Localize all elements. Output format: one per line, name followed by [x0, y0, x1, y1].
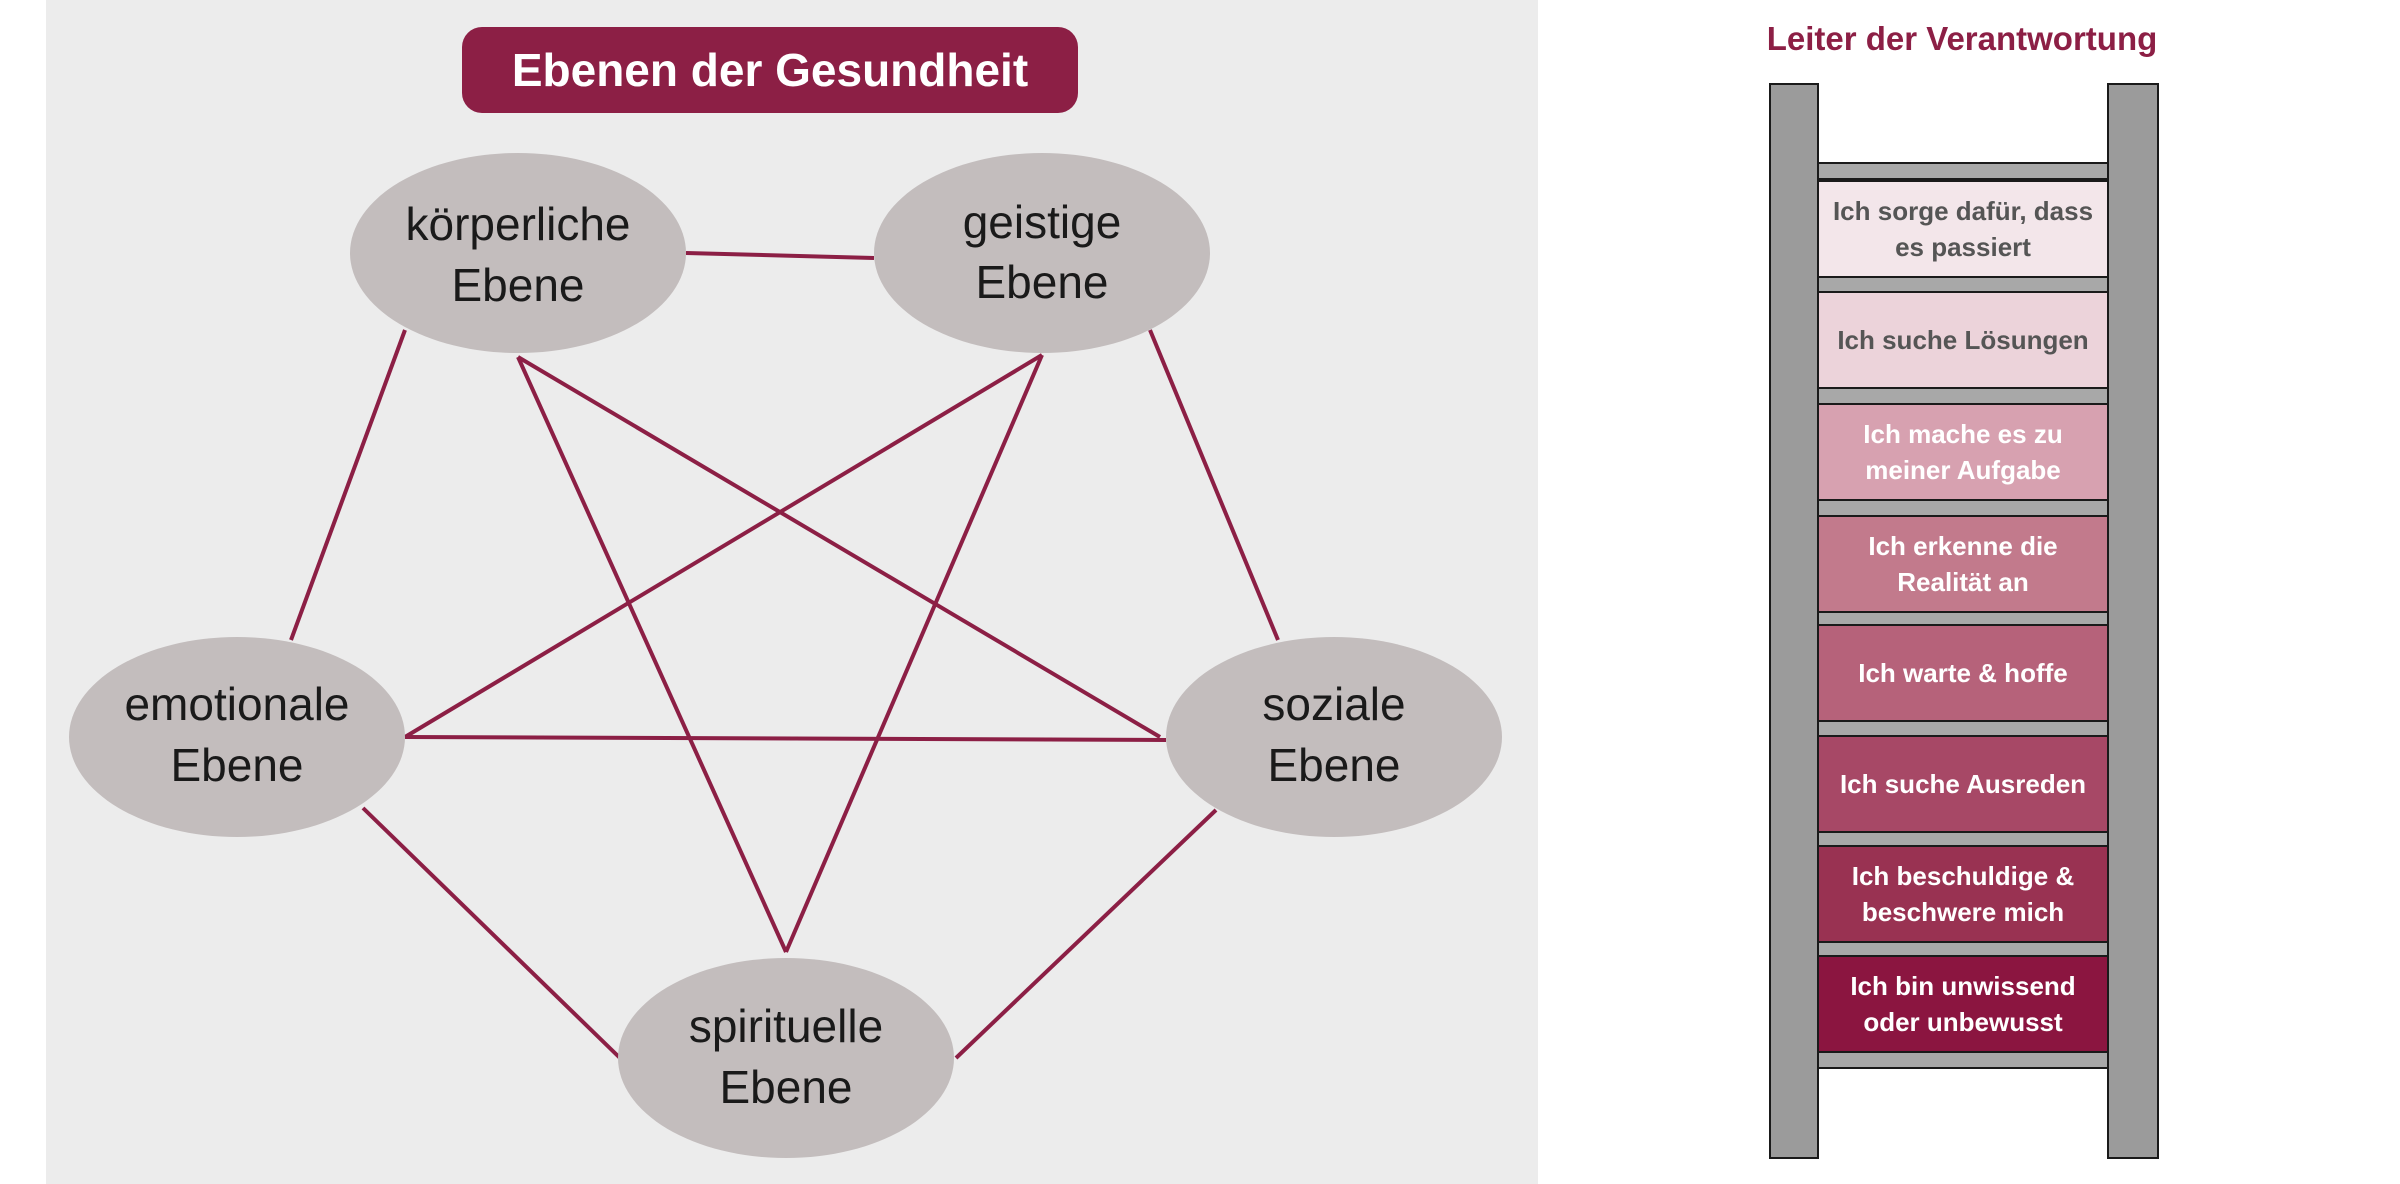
- ladder-rung-label: Realität an: [1897, 567, 2029, 597]
- ladder-rung: Ich beschuldige & beschwere mich: [1817, 845, 2109, 943]
- node-label-line1: soziale: [1262, 678, 1405, 730]
- ladder-rung-label: Ich mache es zu: [1863, 419, 2062, 449]
- node-ellipse: [874, 153, 1210, 353]
- ladder-rung: Ich suche Ausreden: [1817, 735, 2109, 833]
- connection-line: [954, 808, 1218, 1060]
- ladder-crossbar: [1817, 1051, 2109, 1069]
- node-label-line1: körperliche: [406, 198, 631, 250]
- node-label-line2: Ebene: [975, 256, 1108, 308]
- node-spirituelle-ebene: spirituelle Ebene: [618, 958, 954, 1158]
- connection-line: [784, 354, 1044, 953]
- node-label-line1: geistige: [963, 196, 1122, 248]
- ladder-rung-label: Ich erkenne die: [1868, 531, 2057, 561]
- title-text: Ebenen der Gesundheit: [512, 44, 1028, 96]
- node-label-line2: Ebene: [451, 259, 584, 311]
- ladder-rung-box: [1817, 845, 2109, 943]
- ladder-rung-label: Ich beschuldige &: [1852, 861, 2075, 891]
- ladder-rung-label: beschwere mich: [1862, 897, 2064, 927]
- ladder-rung-box: [1817, 624, 2109, 722]
- ladder-crossbar: [1817, 719, 2109, 737]
- connection-line: [516, 356, 788, 953]
- ladder-rung: Ich sorge dafür, dass es passiert: [1817, 180, 2109, 278]
- ladder-rung: Ich suche Lösungen: [1817, 291, 2109, 389]
- ladder-rung: Ich mache es zu meiner Aufgabe: [1817, 403, 2109, 501]
- node-emotionale-ebene: emotionale Ebene: [69, 637, 405, 837]
- ladder-rung-box: [1817, 955, 2109, 1053]
- ladder-rail-right: [2107, 83, 2159, 1159]
- ladder-crossbar: [1817, 275, 2109, 293]
- ladder-crossbar: [1817, 162, 2109, 180]
- ladder-rung-label: es passiert: [1895, 232, 2031, 262]
- ladder-rung-label: Ich warte & hoffe: [1858, 658, 2067, 688]
- ladder-title: Leiter der Verantwortung: [1767, 20, 2158, 57]
- connection-line: [1148, 329, 1280, 641]
- connection-line: [516, 355, 1162, 739]
- node-label-line1: spirituelle: [689, 1000, 883, 1052]
- ladder-rung: Ich bin unwissend oder unbewusst: [1817, 955, 2109, 1053]
- ladder-rung-box: [1817, 291, 2109, 389]
- ladder-rung-box: [1817, 735, 2109, 833]
- ladder-rung-label: meiner Aufgabe: [1865, 455, 2061, 485]
- connection-line: [404, 735, 1167, 742]
- ladder-crossbars: [1817, 162, 2109, 1069]
- connection-line: [361, 806, 622, 1060]
- node-label-line1: emotionale: [124, 678, 349, 730]
- ladder-rung-label: Ich bin unwissend: [1850, 971, 2075, 1001]
- ladder-crossbar: [1817, 499, 2109, 517]
- node-ellipse: [618, 958, 954, 1158]
- title-badge: Ebenen der Gesundheit: [462, 27, 1078, 113]
- connection-line: [289, 329, 407, 641]
- title-badge-background: [462, 27, 1078, 113]
- node-ellipse: [1166, 637, 1502, 837]
- ladder-rung-label: Ich suche Ausreden: [1840, 769, 2086, 799]
- node-label-line2: Ebene: [170, 739, 303, 791]
- node-koerperliche-ebene: körperliche Ebene: [350, 153, 686, 353]
- ladder-rail-left: [1769, 83, 1819, 1159]
- ladder-rung: Ich warte & hoffe: [1817, 624, 2109, 722]
- node-label-line2: Ebene: [719, 1061, 852, 1113]
- node-ellipse: [350, 153, 686, 353]
- connection-line: [685, 251, 875, 260]
- node-geistige-ebene: geistige Ebene: [874, 153, 1210, 353]
- node-ellipse: [69, 637, 405, 837]
- connection-line: [403, 353, 1044, 739]
- node-soziale-ebene: soziale Ebene: [1166, 637, 1502, 837]
- ladder-rung-box: [1817, 515, 2109, 613]
- node-label-line2: Ebene: [1267, 739, 1400, 791]
- ladder-rung-box: [1817, 403, 2109, 501]
- ladder-rung-label: Ich suche Lösungen: [1837, 325, 2088, 355]
- ladder-rung-label: Ich sorge dafür, dass: [1833, 196, 2093, 226]
- ladder-crossbar: [1817, 387, 2109, 405]
- ladder-rung-label: oder unbewusst: [1863, 1007, 2063, 1037]
- connection-lines: [289, 251, 1280, 1060]
- ladder-rung-box: [1817, 180, 2109, 278]
